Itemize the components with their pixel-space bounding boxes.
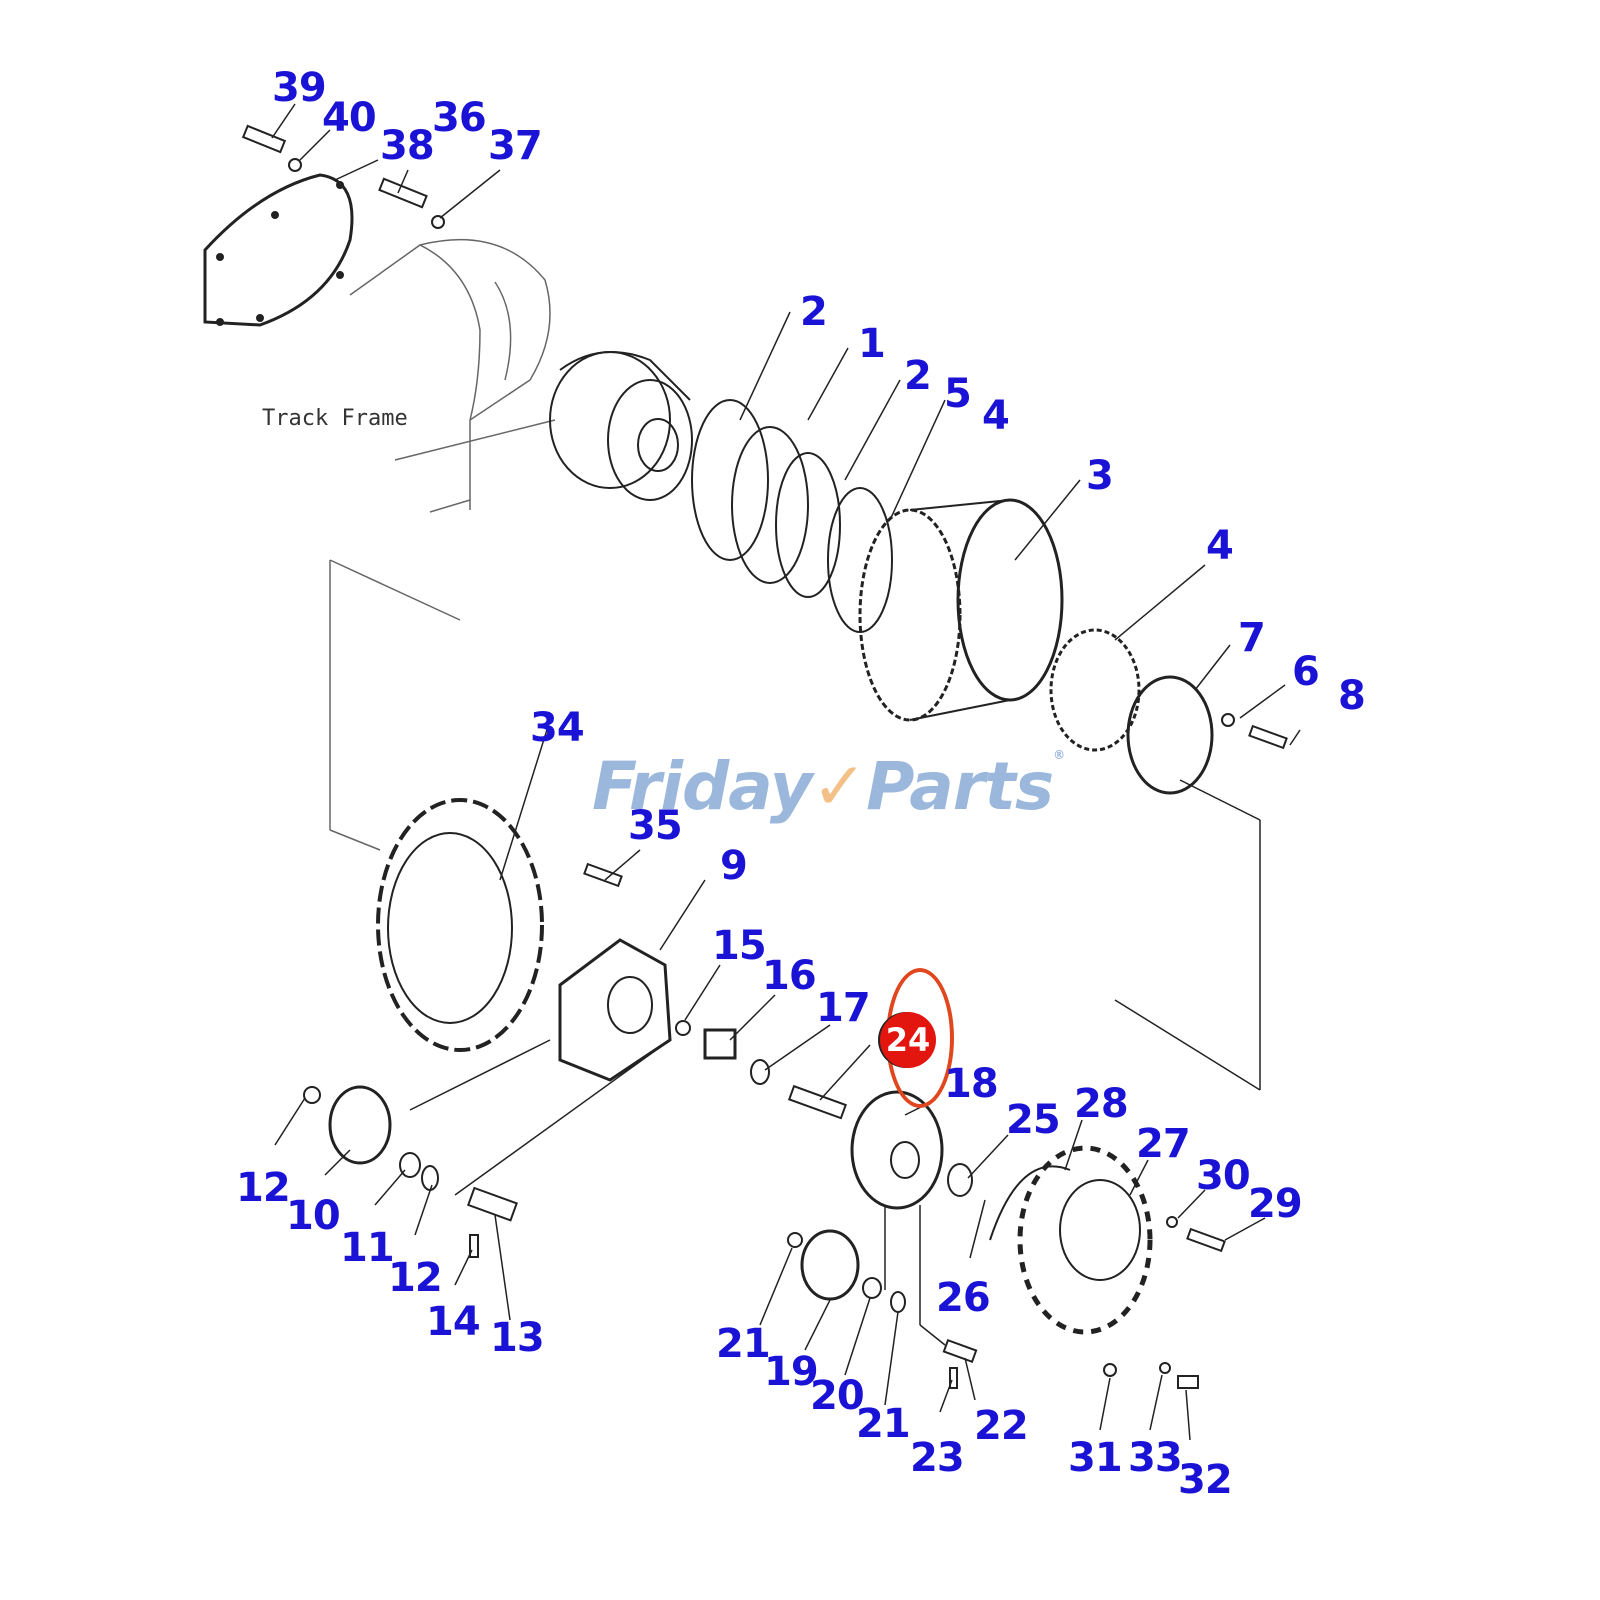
part-label-25[interactable]: 25 bbox=[1006, 1097, 1061, 1143]
part-label-3[interactable]: 3 bbox=[1086, 453, 1114, 499]
part-label-39[interactable]: 39 bbox=[272, 65, 327, 111]
part-label-12[interactable]: 12 bbox=[388, 1255, 443, 1301]
part-label-13[interactable]: 13 bbox=[490, 1315, 545, 1361]
seal-rings bbox=[691, 399, 893, 633]
registered-mark-icon: ® bbox=[1053, 748, 1065, 762]
watermark-logo: Friday✓Parts® bbox=[592, 748, 1065, 825]
part-label-23[interactable]: 23 bbox=[910, 1435, 965, 1481]
part-label-15[interactable]: 15 bbox=[712, 923, 767, 969]
end-cover bbox=[947, 1145, 1226, 1389]
part-label-2[interactable]: 2 bbox=[800, 289, 828, 335]
track-frame-annotation: Track Frame bbox=[262, 406, 408, 431]
watermark-text-right: Parts bbox=[866, 748, 1054, 825]
hub-housing bbox=[858, 498, 1064, 722]
part-label-29[interactable]: 29 bbox=[1248, 1181, 1303, 1227]
part-label-30[interactable]: 30 bbox=[1196, 1153, 1251, 1199]
part-label-5[interactable]: 5 bbox=[944, 371, 972, 417]
part-label-6[interactable]: 6 bbox=[1292, 649, 1320, 695]
part-label-16[interactable]: 16 bbox=[762, 953, 817, 999]
planet-gears-left bbox=[303, 1085, 518, 1258]
part-label-40[interactable]: 40 bbox=[322, 95, 377, 141]
part-label-28[interactable]: 28 bbox=[1074, 1081, 1129, 1127]
part-label-35[interactable]: 35 bbox=[628, 803, 683, 849]
part-label-27[interactable]: 27 bbox=[1136, 1121, 1191, 1167]
part-label-31[interactable]: 31 bbox=[1068, 1435, 1123, 1481]
part-label-21[interactable]: 21 bbox=[716, 1321, 771, 1367]
part-label-7[interactable]: 7 bbox=[1238, 615, 1266, 661]
part-label-12[interactable]: 12 bbox=[236, 1165, 291, 1211]
checkmark-icon: ✓ bbox=[811, 748, 867, 825]
bolt-icon bbox=[241, 124, 445, 229]
part-label-22[interactable]: 22 bbox=[974, 1403, 1029, 1449]
track-frame-outline bbox=[329, 239, 556, 851]
part-label-8[interactable]: 8 bbox=[1338, 673, 1366, 719]
part-label-1[interactable]: 1 bbox=[858, 321, 886, 367]
highlighted-part-badge[interactable]: 24 bbox=[880, 1012, 936, 1068]
part-label-10[interactable]: 10 bbox=[286, 1193, 341, 1239]
part-label-4[interactable]: 4 bbox=[982, 393, 1010, 439]
planet-carrier bbox=[558, 938, 672, 1082]
part-label-19[interactable]: 19 bbox=[764, 1349, 819, 1395]
watermark-text-left: Friday bbox=[592, 748, 813, 825]
part-label-20[interactable]: 20 bbox=[810, 1373, 865, 1419]
part-label-26[interactable]: 26 bbox=[936, 1275, 991, 1321]
part-label-9[interactable]: 9 bbox=[720, 843, 748, 889]
shaft-parts bbox=[675, 1020, 847, 1120]
part-label-34[interactable]: 34 bbox=[530, 705, 585, 751]
part-label-11[interactable]: 11 bbox=[340, 1225, 395, 1271]
part-label-37[interactable]: 37 bbox=[488, 123, 543, 169]
part-label-2[interactable]: 2 bbox=[904, 353, 932, 399]
cover-plate bbox=[203, 173, 354, 327]
part-label-32[interactable]: 32 bbox=[1178, 1457, 1233, 1503]
part-label-14[interactable]: 14 bbox=[426, 1299, 481, 1345]
part-label-36[interactable]: 36 bbox=[432, 95, 487, 141]
travel-motor bbox=[549, 351, 693, 501]
sprocket bbox=[376, 798, 623, 1052]
carrier-18 bbox=[850, 1090, 944, 1210]
part-label-4[interactable]: 4 bbox=[1206, 523, 1234, 569]
part-label-38[interactable]: 38 bbox=[380, 123, 435, 169]
bearing-and-rings bbox=[1049, 628, 1288, 795]
part-label-21[interactable]: 21 bbox=[856, 1401, 911, 1447]
part-label-33[interactable]: 33 bbox=[1128, 1435, 1183, 1481]
part-label-17[interactable]: 17 bbox=[816, 985, 871, 1031]
part-label-18[interactable]: 18 bbox=[944, 1061, 999, 1107]
planet-gears-right bbox=[787, 1229, 978, 1389]
